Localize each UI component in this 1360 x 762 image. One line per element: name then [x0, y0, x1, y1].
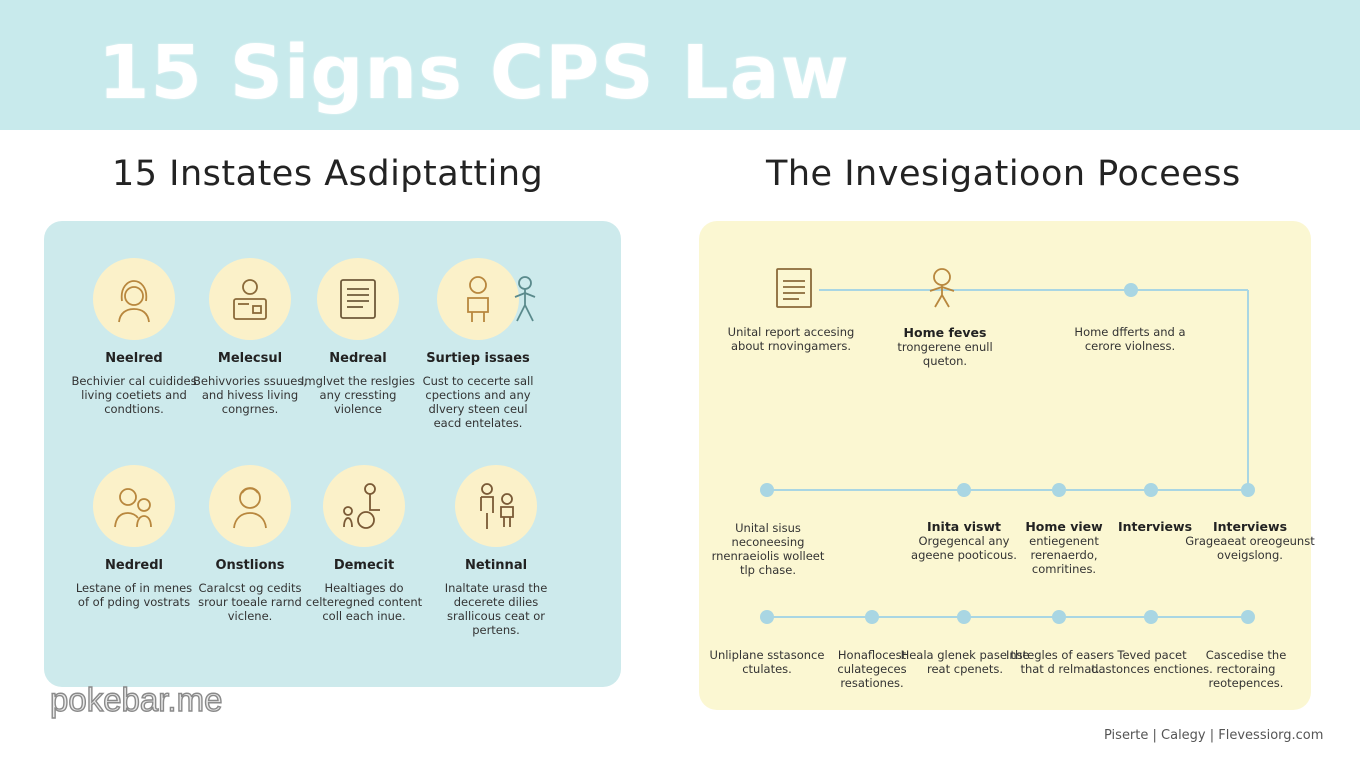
sign-card: Neelred Bechivier cal cuidides living co… [70, 258, 198, 416]
signs-panel: Neelred Bechivier cal cuidides living co… [44, 221, 621, 687]
sign-description: Caralcst og cedits srour toeale rarnd vi… [198, 581, 302, 623]
sign-title: Onstlions [215, 558, 285, 573]
step-text: Teved pacet dastonces enctiones. [1091, 648, 1213, 676]
step-text: trongerene enull queton. [897, 340, 993, 368]
process-node [1144, 483, 1158, 497]
step-text: Honaflocest culategeces resationes. [837, 648, 907, 690]
process-step: Home view entiegenent rerenaerdo, comrit… [999, 519, 1129, 576]
process-step: Heala glenek pase the reat cpenets. [900, 648, 1030, 676]
sign-title: Surtiep issaes [426, 351, 530, 366]
process-step: Honaflocest culategeces resationes. [807, 648, 937, 690]
sign-description: Inaltate urasd the decerete dilies srall… [444, 581, 548, 637]
step-title: Interviews [1117, 519, 1193, 534]
process-node [1052, 610, 1066, 624]
step-text: Unliplane sstasonce ctulates. [709, 648, 825, 676]
process-node [957, 483, 971, 497]
sign-title: Nedredl [105, 558, 163, 573]
sign-card: Nedreal Imglvet the reslgies any cressti… [294, 258, 422, 416]
process-node [865, 610, 879, 624]
sign-card: Melecsul Behivvories ssuues, and hivess … [186, 258, 314, 416]
footer-credit: Piserte | Calegy | Flevessiorg.com [1104, 728, 1324, 743]
process-node [1241, 610, 1255, 624]
step-text: Grageaeat oreogeunst oveigslong. [1185, 534, 1315, 562]
sign-card: Netinnal Inaltate urasd the decerete dil… [432, 465, 560, 637]
process-step: Inita viswt Orgegencal any ageene pootic… [899, 519, 1029, 562]
page-title: 15 Signs CPS Law [98, 30, 850, 116]
process-step: Interviews [1090, 519, 1220, 534]
process-step: Unital report accesing about rnovingamer… [726, 325, 856, 353]
wheelchair-icon [323, 465, 405, 547]
process-step: Instegles of easers that d relmat. [995, 648, 1125, 676]
process-step: Cascedise the rectoraing reotepences. [1181, 648, 1311, 690]
child-face-icon [209, 465, 291, 547]
process-step: Teved pacet dastonces enctiones. [1087, 648, 1217, 676]
process-step: Home feves trongerene enull queton. [880, 325, 1010, 368]
process-node [957, 610, 971, 624]
step-text: Orgegencal any ageene pooticous. [911, 534, 1017, 562]
process-step: Interviews Grageaeat oreogeunst oveigslo… [1185, 519, 1315, 562]
title-banner: 15 Signs CPS Law [0, 0, 1360, 130]
process-step: Home dfferts and a cerore violness. [1065, 325, 1195, 353]
step-text: Cascedise the rectoraing reotepences. [1205, 648, 1287, 690]
step-text: Heala glenek pase the reat cpenets. [900, 648, 1030, 676]
process-node [1052, 483, 1066, 497]
process-panel: Unital report accesing about rnovingamer… [699, 221, 1315, 710]
process-step: Unital sisus neconeesing rnenraeiolis wo… [703, 521, 833, 577]
document-icon [317, 258, 399, 340]
step-text: Unital sisus neconeesing rnenraeiolis wo… [711, 521, 825, 577]
parent-child-icon [455, 465, 537, 547]
process-connectors [760, 268, 1255, 624]
sign-card: Surtiep issaes Cust to cecerte sall cpec… [414, 258, 542, 430]
process-node [760, 610, 774, 624]
worker-desk-icon [209, 258, 291, 340]
small-child-icon [514, 276, 536, 322]
child-standing-icon [437, 258, 519, 340]
sign-title: Neelred [105, 351, 163, 366]
sign-description: Healtiages do celteregned content coll e… [305, 581, 423, 623]
sign-description: Behivvories ssuues, and hivess living co… [192, 374, 308, 416]
sign-description: Cust to cecerte sall cpections and any d… [422, 374, 534, 430]
process-node [1144, 610, 1158, 624]
process-node [1241, 483, 1255, 497]
step-title: Home view [1025, 519, 1103, 534]
sign-card: Demecit Healtiages do celteregned conten… [300, 465, 428, 623]
sign-title: Demecit [333, 558, 395, 573]
sign-description: Bechivier cal cuidides living coetiets a… [71, 374, 197, 416]
process-node [760, 483, 774, 497]
step-title: Home feves [903, 325, 987, 340]
process-step: Unliplane sstasonce ctulates. [702, 648, 832, 676]
step-text: Home dfferts and a cerore violness. [1074, 325, 1186, 353]
sign-title: Nedreal [329, 351, 387, 366]
step-title: Interviews [1212, 519, 1288, 534]
sign-card: Onstlions Caralcst og cedits srour toeal… [186, 465, 314, 623]
report-document-icon [776, 268, 812, 308]
step-title: Inita viswt [927, 519, 1001, 534]
child-figure-icon [929, 268, 955, 308]
sign-title: Melecsul [217, 351, 283, 366]
left-section-heading: 15 Instates Asdiptatting [112, 154, 544, 194]
step-text: Instegles of easers that d relmat. [1005, 648, 1115, 676]
sign-title: Netinnal [464, 558, 528, 573]
step-text: entiegenent rerenaerdo, comritines. [1029, 534, 1099, 576]
mother-child-icon [93, 465, 175, 547]
sign-description: Imglvet the reslgies any cressting viole… [301, 374, 415, 416]
sign-card: Nedredl Lestane of in menes of of pding … [70, 465, 198, 609]
right-section-heading: The Invesigatioon Poceess [766, 154, 1241, 194]
sign-description: Lestane of in menes of of pding vostrats [75, 581, 193, 609]
watermark: pokebar.me [49, 680, 223, 718]
girl-face-icon [93, 258, 175, 340]
step-text: Unital report accesing about rnovingamer… [727, 325, 855, 353]
process-node [1124, 283, 1138, 297]
